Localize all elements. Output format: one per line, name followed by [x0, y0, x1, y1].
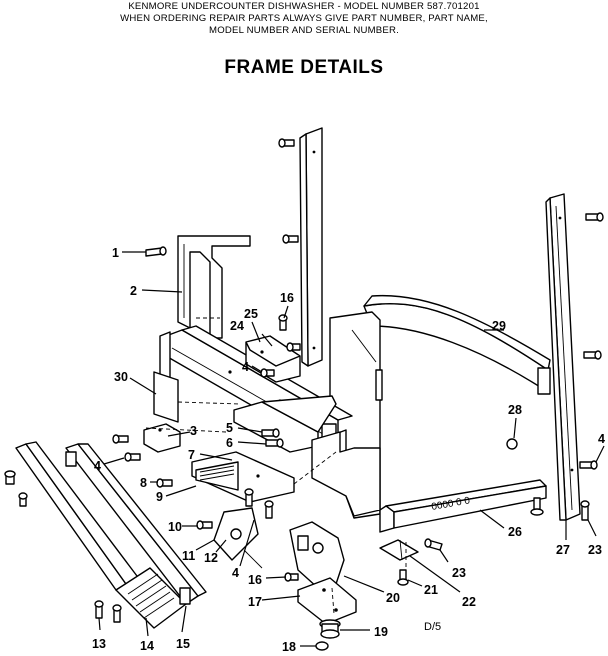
- callout-16-top: 16: [280, 291, 294, 305]
- screw-mid-center: [282, 234, 299, 244]
- screw-left-4-a: [112, 434, 129, 444]
- leader-lines: [98, 251, 605, 647]
- center-post: [299, 127, 323, 367]
- screw-23-mid: [424, 538, 443, 551]
- callout-17: 17: [248, 595, 262, 609]
- callout-2: 2: [130, 284, 137, 298]
- part-3-clip: [143, 423, 181, 453]
- callout-8: 8: [140, 476, 147, 490]
- screw-1: [145, 246, 167, 257]
- callout-10: 10: [168, 520, 182, 534]
- screw-28: [506, 438, 518, 450]
- page-code: D/5: [424, 621, 441, 633]
- callout-26: 26: [508, 525, 522, 539]
- screw-left-4-b: [124, 452, 141, 462]
- screw-5: [261, 428, 280, 438]
- screw-top-right: [585, 212, 604, 222]
- screw-23-right: [580, 500, 590, 521]
- screw-top-center: [278, 138, 295, 148]
- screw-21: [397, 569, 409, 586]
- screw-13-b: [112, 604, 122, 623]
- callouts: 1 2 30 3 4 5 6 7 8 9 10 11 12 4 25 24 4 …: [92, 246, 605, 654]
- screw-8: [156, 478, 173, 488]
- lower-side-channel: [233, 395, 337, 453]
- callout-4-right: 4: [598, 432, 605, 446]
- callout-6: 6: [226, 436, 233, 450]
- callout-16-bottom: 16: [248, 573, 262, 587]
- callout-20: 20: [386, 591, 400, 605]
- screw-6: [265, 438, 284, 448]
- screw-16-top: [278, 314, 288, 331]
- screw-18: [315, 641, 329, 651]
- callout-3: 3: [190, 424, 197, 438]
- header-line-3: MODEL NUMBER AND SERIAL NUMBER.: [209, 25, 399, 36]
- screw-16-bottom: [284, 572, 299, 582]
- top-cross-rail: [363, 294, 551, 395]
- callout-29: 29: [492, 319, 506, 333]
- callout-7: 7: [188, 448, 195, 462]
- screw-kick-top: [4, 470, 16, 485]
- part-7-plate: [191, 451, 295, 503]
- part-20-hinge: [289, 521, 345, 589]
- callout-25: 25: [244, 307, 258, 321]
- part-19-foot: [319, 619, 341, 639]
- screw-4-lower: [244, 488, 254, 507]
- callout-5: 5: [226, 421, 233, 435]
- callout-19: 19: [374, 625, 388, 639]
- screw-10: [196, 520, 213, 530]
- right-side-rail: [545, 193, 581, 521]
- callout-4-lower: 4: [232, 566, 239, 580]
- callout-15: 15: [176, 637, 190, 651]
- callout-22: 22: [462, 595, 476, 609]
- page-title: FRAME DETAILS: [224, 57, 384, 78]
- callout-30: 30: [114, 370, 128, 384]
- header-line-2: WHEN ORDERING REPAIR PARTS ALWAYS GIVE P…: [120, 13, 488, 24]
- callout-1: 1: [112, 246, 119, 260]
- part-17-plate: [297, 577, 357, 625]
- part-26-base-rail: 0000 0 0: [379, 479, 547, 533]
- screw-kick-left: [18, 492, 28, 507]
- callout-24: 24: [230, 319, 244, 333]
- callout-27: 27: [556, 543, 570, 557]
- screw-center-lower: [286, 342, 301, 352]
- screw-4-center: [260, 368, 275, 378]
- callout-9: 9: [156, 490, 163, 504]
- screw-4-lower-b: [264, 500, 274, 519]
- callout-11: 11: [182, 549, 195, 563]
- screw-right-4: [579, 460, 598, 470]
- screw-right-mid: [583, 350, 602, 360]
- part-22-bracket: [379, 539, 419, 561]
- callout-13: 13: [92, 637, 106, 651]
- part-12-latch: [213, 507, 263, 569]
- front-kick-panel: [15, 441, 207, 629]
- callout-14: 14: [140, 639, 154, 653]
- foot-26: [530, 497, 544, 516]
- callout-18: 18: [282, 640, 296, 654]
- callout-23-mid: 23: [452, 566, 466, 580]
- callout-4-left: 4: [94, 459, 101, 473]
- screw-13: [94, 600, 104, 619]
- callout-21: 21: [424, 583, 438, 597]
- callout-12: 12: [204, 551, 218, 565]
- part-30-plate: [153, 371, 179, 423]
- header-line-1: KENMORE UNDERCOUNTER DISHWASHER - MODEL …: [128, 1, 480, 12]
- callout-28: 28: [508, 403, 522, 417]
- callout-4-center: 4: [242, 360, 249, 374]
- callout-23-right: 23: [588, 543, 602, 557]
